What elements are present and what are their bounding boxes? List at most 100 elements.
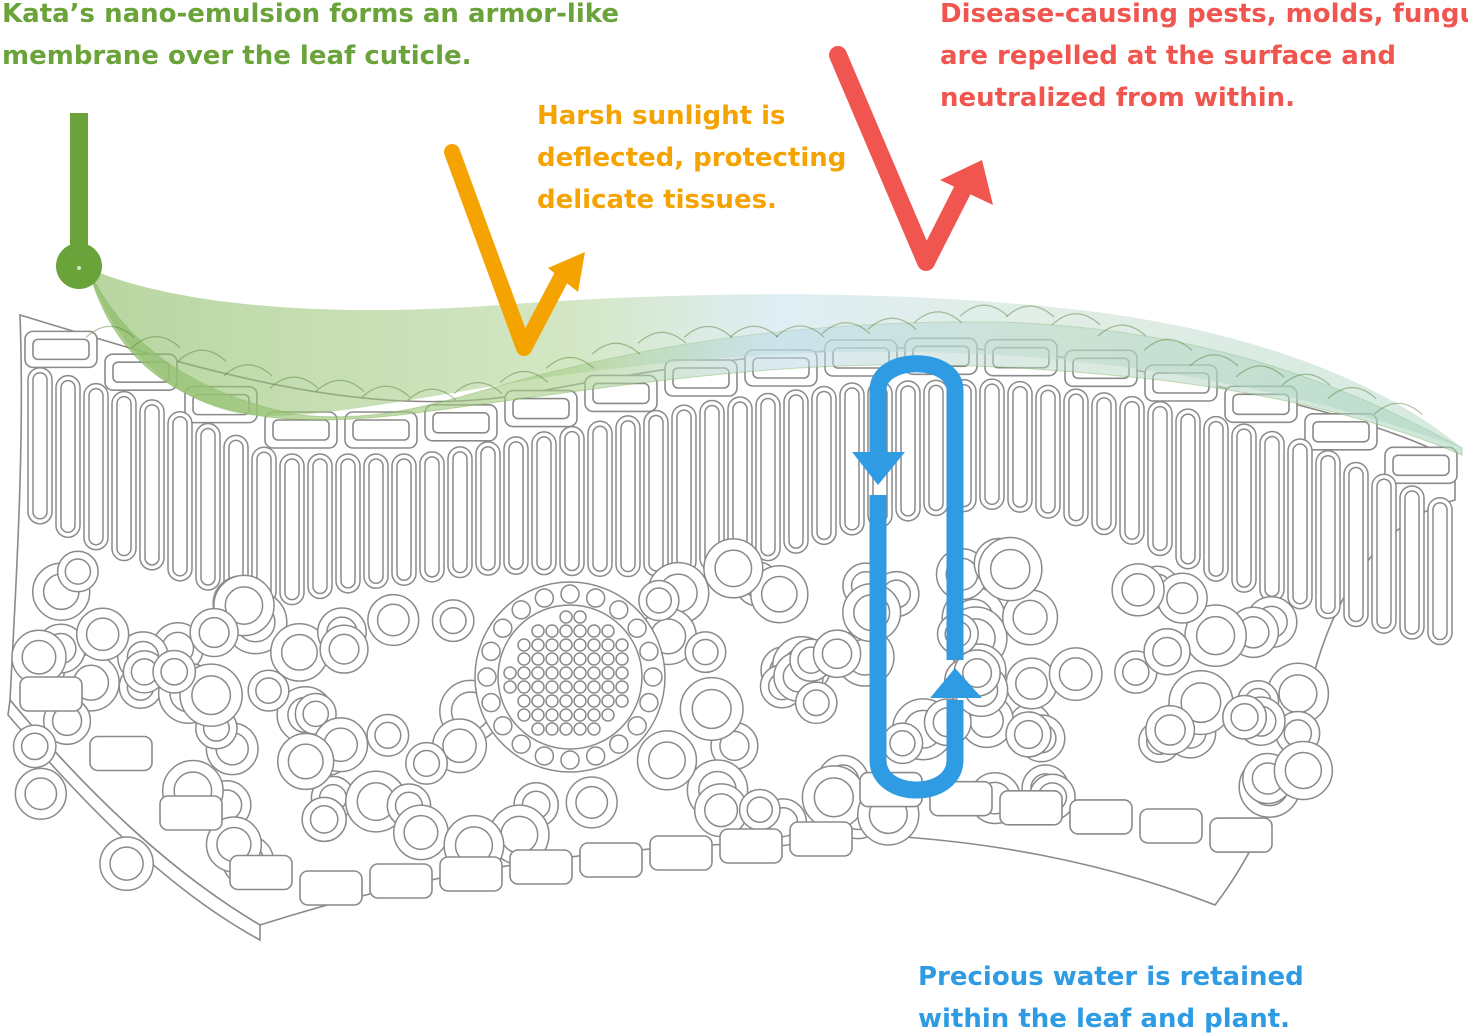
palisade-cell-inner <box>88 387 104 546</box>
mesophyll-cell-inner <box>1121 572 1155 607</box>
bundle-sheath-cell <box>511 600 531 620</box>
spongy-mesophyll <box>11 536 1334 892</box>
vessel-cell <box>559 610 573 624</box>
mesophyll-cell-inner <box>412 749 441 778</box>
vessel-cell <box>517 638 531 652</box>
palisade-cell-inner <box>368 458 384 585</box>
palisade-cell-inner <box>648 414 664 572</box>
vessel-cell <box>545 708 559 722</box>
vessel-cell <box>503 666 517 680</box>
mesophyll-cell-inner <box>647 741 686 780</box>
mesophyll-cell-inner <box>1180 682 1222 724</box>
membrane-top-surface <box>88 268 1462 448</box>
palisade-cell-inner <box>340 458 356 589</box>
lower-epidermis-cell <box>789 821 853 857</box>
lower-epidermis-cell <box>579 842 643 878</box>
bundle-sheath-cell <box>639 692 659 713</box>
lower-epidermis-cell <box>719 828 783 864</box>
palisade-cell-inner <box>928 384 944 512</box>
mesophyll-cell-inner <box>328 633 360 665</box>
membrane-scale <box>223 364 273 377</box>
mesophyll-cell-inner <box>1013 719 1044 750</box>
palisade-cell-inner <box>1376 478 1392 629</box>
vessel-cell <box>517 680 531 694</box>
vessel-cell <box>559 694 573 708</box>
pests-caption-line-1: Disease-causing pests, molds, fungus <box>940 0 1468 29</box>
palisade-cell-inner <box>620 420 636 573</box>
vessel-cell <box>559 680 573 694</box>
membrane-scales <box>85 304 1423 415</box>
bundle-sheath-cell <box>609 600 629 620</box>
pests-caption-line-3: neutralized from within. <box>940 83 1296 113</box>
mesophyll-cell-inner <box>280 633 318 671</box>
bundle-sheath-cell <box>481 641 501 662</box>
bundle-sheath-cell <box>511 734 531 754</box>
vessel-cell <box>573 708 587 722</box>
vessel-cell <box>615 652 629 666</box>
mesophyll-cell-inner <box>645 587 673 614</box>
membrane-scale <box>1143 338 1193 351</box>
vascular-bundle <box>474 581 666 773</box>
palisade-cell-inner <box>1404 490 1420 635</box>
membrane-scale <box>637 331 687 344</box>
mesophyll-cell-inner <box>889 730 916 757</box>
bundle-sheath-cell <box>560 750 580 770</box>
vessel-cell <box>545 722 559 736</box>
palisade-cell-inner <box>1320 454 1336 615</box>
membrane-scale <box>499 370 549 383</box>
epidermis-cell-inner <box>432 412 490 434</box>
vessel-cell <box>531 666 545 680</box>
palisade-cell-inner <box>760 397 776 557</box>
bundle-sheath-cell <box>627 716 647 736</box>
leaf-slab-bottom-edge <box>7 698 261 942</box>
palisade-cell-inner <box>844 387 860 531</box>
membrane-scale <box>269 376 319 389</box>
vessel-cell <box>517 652 531 666</box>
vessel-cell <box>573 638 587 652</box>
vessel-cell <box>587 680 601 694</box>
loop-arrow-icon <box>869 355 964 799</box>
vessel-cell <box>601 652 615 666</box>
mesophyll-cell-inner <box>1015 667 1048 700</box>
palisade-cell-inner <box>1432 501 1448 641</box>
lower-epidermis-cell <box>439 856 503 892</box>
pests-caption-line-2: are repelled at the surface and <box>940 41 1396 71</box>
mesophyll-cell-inner <box>64 558 92 585</box>
palisade-cell-inner <box>816 390 832 541</box>
bundle-sheath-cell <box>493 618 513 638</box>
palisade-cell-inner <box>1068 393 1084 522</box>
vessel-cell <box>573 680 587 694</box>
epidermis-cell-inner <box>512 397 570 420</box>
mesophyll-cell-inner <box>802 689 830 717</box>
vessel-cell <box>545 638 559 652</box>
palisade-cell-inner <box>200 427 216 586</box>
vessel-cell <box>573 624 587 638</box>
nano-emulsion-membrane <box>87 267 1463 456</box>
vessel-cell <box>615 680 629 694</box>
palisade-cell-inner <box>480 446 496 571</box>
membrane-scale <box>913 311 963 324</box>
palisade-cell-inner <box>284 458 300 601</box>
vessel-cell <box>573 666 587 680</box>
lower-epidermis-cell <box>509 849 573 885</box>
lower-epidermis-cell <box>1139 808 1203 844</box>
vessel-cell <box>517 666 531 680</box>
mesophyll-cell-inner <box>20 732 49 761</box>
vessel-cell <box>559 722 573 736</box>
vessel-cell <box>517 694 531 708</box>
lower-epidermis-cell <box>159 795 223 831</box>
membrane-scale <box>1051 313 1101 326</box>
bundle-sheath-cell <box>585 746 606 766</box>
palisade-cell-inner <box>1208 420 1224 577</box>
vessel-cell <box>545 652 559 666</box>
bundle-sheath-cell <box>481 692 501 713</box>
bundle-sheath-cell <box>627 618 647 638</box>
membrane-scale <box>867 317 917 330</box>
membrane-scale <box>729 325 779 338</box>
sunlight-caption: Harsh sunlight is deflected, protecting … <box>537 95 846 221</box>
lower-epidermis-cell <box>1069 799 1133 835</box>
sunlight-caption-line-1: Harsh sunlight is <box>537 101 786 131</box>
palisade-cell-inner <box>60 379 76 534</box>
mesophyll-cell-inner <box>821 638 853 670</box>
